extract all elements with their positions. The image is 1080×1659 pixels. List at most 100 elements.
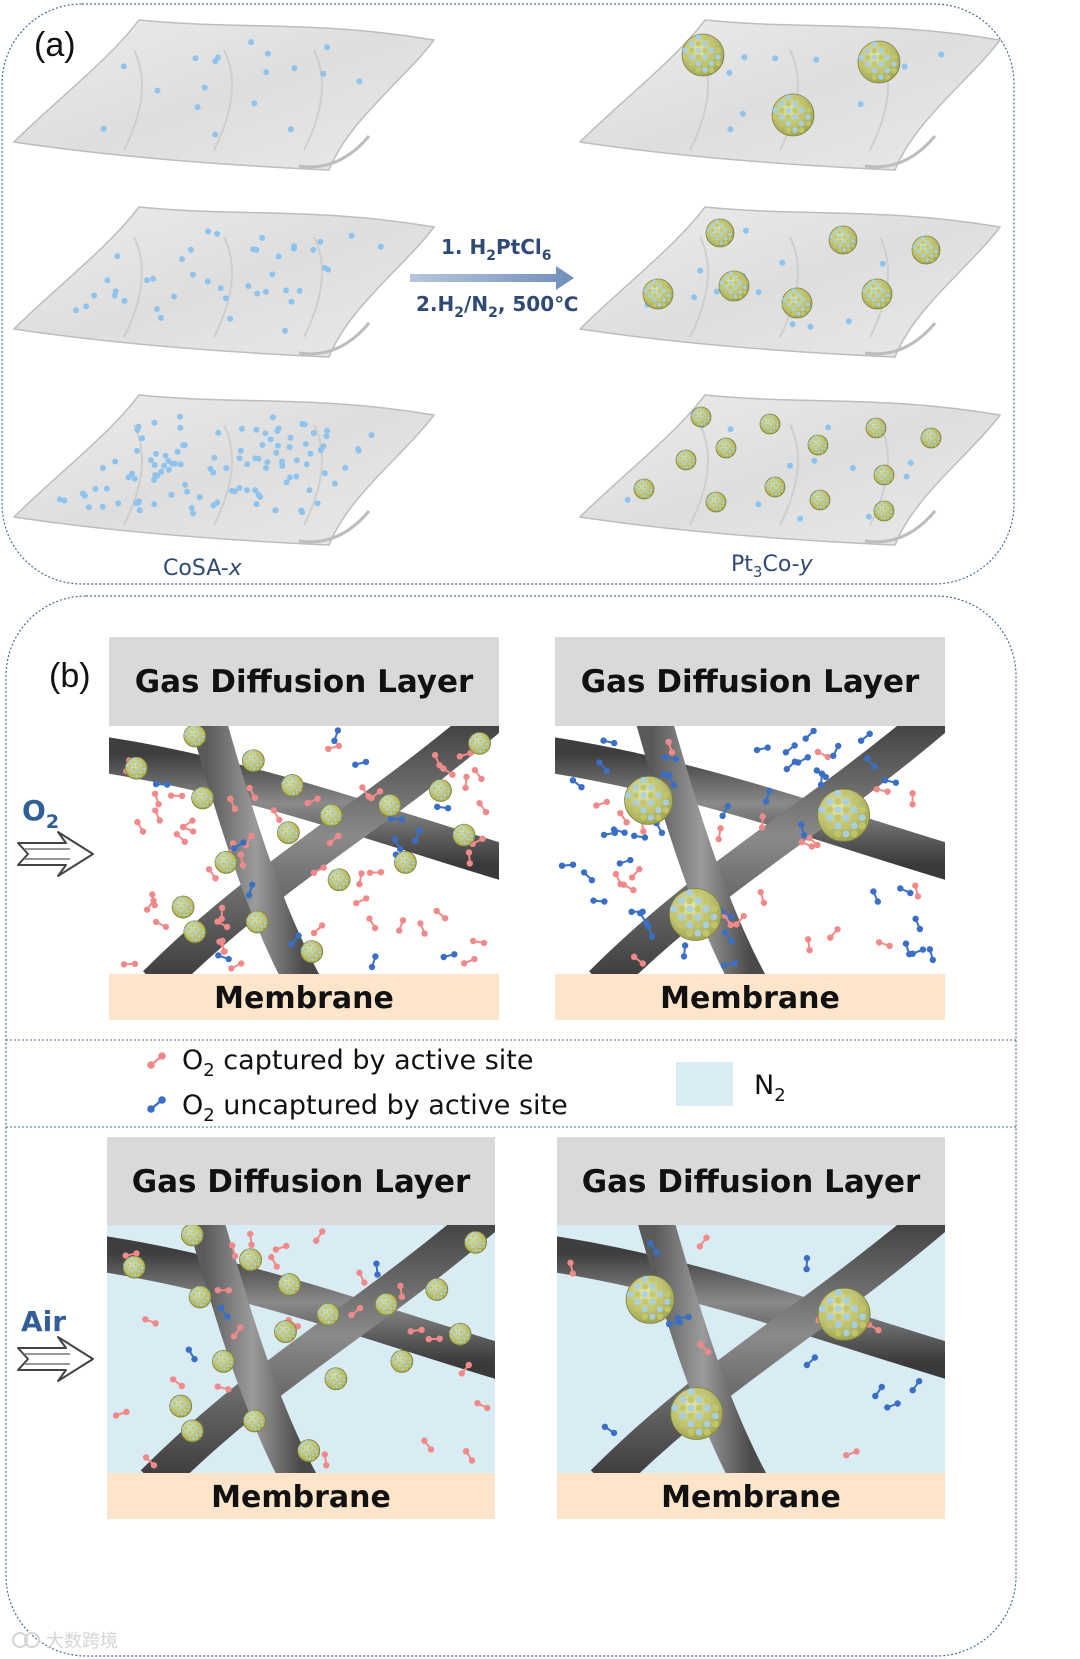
o2-uncaptured-molecule: [665, 772, 678, 789]
o2-captured-molecule: [246, 784, 258, 801]
o2-uncaptured-molecule: [230, 839, 247, 852]
row1-gas-label: O2: [22, 794, 59, 833]
membrane-block: [557, 1473, 945, 1519]
co-atom-dot: [112, 458, 119, 465]
pt3co-particle: [429, 779, 452, 802]
graphene-sheet-left-2: [12, 206, 436, 358]
co-atom-dot: [136, 498, 142, 505]
carbon-fiber: [190, 726, 320, 974]
pt3co-particle: [393, 851, 417, 874]
co-atom-dot: [907, 459, 914, 466]
co-atom-dot: [217, 285, 224, 292]
co-atom-dot: [158, 468, 165, 475]
o2-uncaptured-molecule: [647, 1240, 660, 1256]
co-atom-dot: [342, 464, 349, 471]
o2-uncaptured-molecule: [616, 856, 634, 867]
o2-captured-molecule: [567, 1259, 576, 1277]
o2-captured-molecule: [214, 1287, 232, 1294]
pt3co-particle: [624, 776, 673, 825]
co-atom-dot: [104, 277, 111, 284]
pt3co-particle: [300, 940, 324, 964]
co-atom-dot: [115, 500, 122, 507]
gdl-block: [109, 637, 499, 726]
carbon-fiber: [590, 1225, 945, 1473]
co-atom-dot: [210, 502, 217, 509]
o2-captured-molecule: [152, 807, 163, 824]
co-atom-dot: [201, 84, 208, 91]
pt3co-particle: [452, 823, 476, 847]
co-atom-dot: [255, 455, 262, 462]
co-atom-dot: [253, 501, 260, 508]
o2-captured-molecule: [462, 1448, 476, 1464]
o2-uncaptured-molecule: [645, 923, 656, 940]
co-atom-dot: [262, 430, 269, 437]
pt3co-particle: [390, 1350, 414, 1373]
co-atom-dot: [264, 459, 271, 466]
co-atom-dot: [150, 275, 157, 282]
co-atom-dot: [267, 436, 274, 443]
o2-uncaptured-molecule: [352, 758, 370, 768]
co-atom-dot: [236, 455, 243, 462]
co-atom-dot: [789, 321, 796, 328]
o2-captured-molecule: [214, 1383, 232, 1393]
co-atom-dot: [296, 287, 303, 294]
o2-captured-molecule: [396, 917, 407, 934]
o2-uncaptured-molecule: [926, 946, 936, 964]
co-atom-dot: [317, 238, 324, 245]
co-atom-dot: [139, 435, 145, 442]
carbon-fiber: [188, 1225, 317, 1473]
pt3co-particle: [873, 500, 895, 522]
o2-uncaptured-molecule: [783, 758, 799, 773]
o2-captured-molecule: [417, 920, 428, 937]
co-atom-dot: [177, 413, 184, 420]
pt3co-particle: [425, 1278, 449, 1301]
o2-captured-molecule: [122, 1250, 140, 1259]
o2-captured-molecule: [827, 926, 841, 941]
o2-captured-molecule: [865, 1321, 882, 1334]
o2-captured-molecule: [218, 904, 226, 922]
co-atom-dot: [275, 425, 282, 432]
co-atom-dot: [903, 473, 910, 480]
pt3co-particle: [675, 449, 697, 471]
o2-captured-molecule: [167, 792, 186, 800]
o2-captured-molecule: [476, 800, 490, 816]
o2-captured-molecule: [697, 1341, 712, 1356]
co-atom-dot: [253, 247, 260, 253]
pt3co-particle: [239, 1248, 262, 1272]
o2-captured-molecule: [909, 790, 916, 808]
co-atom-dot: [120, 63, 127, 70]
o2-captured-molecule: [219, 937, 227, 955]
co-atom-dot: [355, 447, 362, 454]
pt3co-particle: [705, 491, 727, 513]
o2-uncaptured-molecule: [872, 1383, 885, 1400]
co-atom-dot: [190, 510, 197, 517]
o2-captured-molecule: [474, 1400, 491, 1412]
co-atom-dot: [857, 101, 864, 108]
pt3co-particle: [241, 749, 265, 773]
co-atom-dot: [321, 470, 328, 477]
co-atom-dot: [301, 421, 308, 428]
co-atom-dot: [324, 427, 331, 434]
co-atom-dot: [99, 503, 106, 510]
co-atom-dot: [61, 497, 68, 504]
pt3co-particle: [297, 1439, 321, 1463]
co-atom-dot: [727, 426, 734, 433]
o2-captured-molecule: [366, 869, 385, 876]
co-atom-dot: [180, 442, 187, 449]
co-atom-dot: [743, 227, 749, 234]
panel-a-label: (a): [34, 26, 76, 64]
pt3co-particle: [715, 437, 737, 459]
co-atom-dot: [323, 433, 330, 440]
pt3co-particles-panel-a: [633, 33, 942, 522]
co-atom-dot: [307, 450, 314, 457]
co-atom-dot: [214, 230, 221, 237]
o2-uncaptured-molecule: [596, 759, 610, 775]
co-atom-dot: [320, 443, 327, 450]
pt3co-particle: [669, 888, 722, 941]
gdl-label: Gas Diffusion Layer: [132, 1164, 471, 1200]
co-atom-dot: [259, 442, 266, 448]
co-atom-dot: [204, 278, 211, 285]
o2-captured-molecule: [353, 895, 370, 907]
row2-gas-label: Air: [21, 1305, 66, 1338]
co-atom-dot: [811, 457, 818, 464]
